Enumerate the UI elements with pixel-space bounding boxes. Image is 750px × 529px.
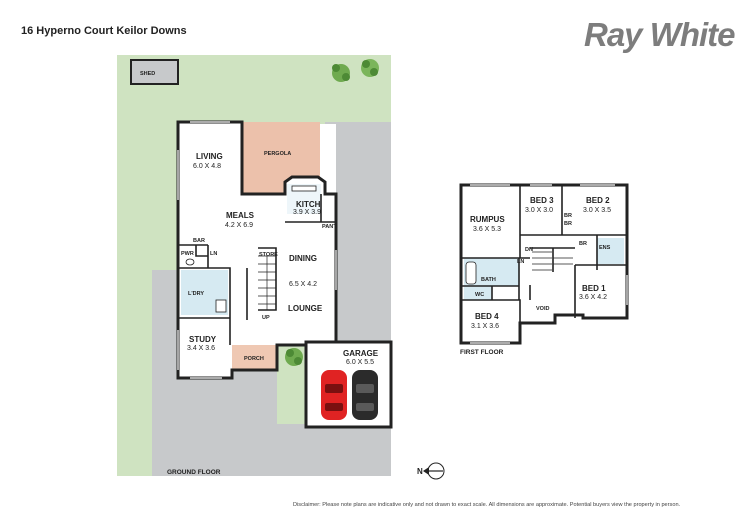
robe-label-1: BR bbox=[564, 213, 572, 219]
linen-label: LN bbox=[210, 251, 217, 257]
store-label: STORE bbox=[259, 252, 278, 258]
pergola-label: PERGOLA bbox=[264, 151, 291, 157]
first-floor-linen-label: LN bbox=[517, 259, 524, 265]
powder-toilet bbox=[185, 258, 195, 266]
porch-label: PORCH bbox=[244, 356, 264, 362]
garage-dimensions: 6.0 X 5.5 bbox=[346, 359, 374, 366]
pantry-label: PANT bbox=[322, 224, 337, 230]
first-floor-label: FIRST FLOOR bbox=[460, 349, 504, 356]
laundry-label: L'DRY bbox=[188, 291, 204, 297]
ground-floor-windows bbox=[177, 121, 337, 379]
robe-label-2: BR bbox=[564, 221, 572, 227]
study-dimensions: 3.4 X 3.6 bbox=[187, 345, 215, 352]
ensuite-tile bbox=[597, 238, 624, 264]
wc-tile bbox=[464, 286, 492, 300]
bar-label: BAR bbox=[193, 238, 205, 244]
bed2-label: BED 2 bbox=[586, 196, 610, 205]
lawn bbox=[117, 55, 391, 476]
up-label: UP bbox=[262, 315, 270, 321]
void-label: VOID bbox=[536, 306, 549, 312]
rumpus-label: RUMPUS bbox=[470, 215, 505, 224]
living-label: LIVING bbox=[196, 152, 223, 161]
study-label: STUDY bbox=[189, 335, 217, 344]
first-floor-windows bbox=[470, 184, 628, 344]
garage-label: GARAGE bbox=[343, 349, 379, 358]
north-label: N bbox=[417, 467, 423, 476]
tree-icon bbox=[285, 348, 303, 366]
shed bbox=[130, 59, 179, 85]
down-label: DN bbox=[525, 247, 533, 253]
bed4-label: BED 4 bbox=[475, 312, 499, 321]
lounge-label: LOUNGE bbox=[288, 304, 323, 313]
bed4-dimensions: 3.1 X 3.6 bbox=[471, 323, 499, 330]
bathtub bbox=[465, 261, 477, 285]
disclaimer: Disclaimer: Please note plans are indica… bbox=[293, 502, 681, 508]
ensuite-label: ENS bbox=[599, 245, 611, 251]
bed1-dimensions: 3.6 X 4.2 bbox=[579, 294, 607, 301]
dining-label: DINING bbox=[289, 254, 317, 263]
robe-label-3: BR bbox=[579, 241, 587, 247]
rumpus-dimensions: 3.6 X 5.3 bbox=[473, 226, 501, 233]
red-car-icon bbox=[321, 370, 347, 420]
property-address: 16 Hyperno Court Keilor Downs bbox=[21, 25, 187, 37]
bed2-dimensions: 3.0 X 3.5 bbox=[583, 207, 611, 214]
bed1-label: BED 1 bbox=[582, 284, 606, 293]
ground-floor-label: GROUND FLOOR bbox=[167, 469, 221, 476]
ground-floor-stairs bbox=[258, 255, 276, 310]
tree-icon bbox=[332, 59, 379, 82]
wc-label: WC bbox=[475, 292, 484, 298]
north-arrow-icon: N bbox=[417, 462, 445, 480]
ground-floor-walls bbox=[176, 120, 338, 380]
lounge-dimensions: 6.5 X 4.2 bbox=[289, 281, 317, 288]
kitchen-bench bbox=[291, 185, 317, 192]
brand-logo: Ray White bbox=[584, 16, 736, 53]
bath-label: BATH bbox=[481, 277, 496, 283]
dark-car-icon bbox=[352, 370, 378, 420]
first-floor-stairs bbox=[532, 251, 573, 271]
powder-room-label: PWR bbox=[181, 251, 194, 257]
shed-label: SHED bbox=[140, 71, 155, 77]
porch bbox=[232, 345, 277, 370]
living-dimensions: 6.0 X 4.8 bbox=[193, 163, 221, 170]
first-floor-interior-walls bbox=[461, 185, 627, 343]
bed3-dimensions: 3.0 X 3.0 bbox=[525, 207, 553, 214]
kitchen-label: KITCH bbox=[296, 200, 321, 209]
bed3-label: BED 3 bbox=[530, 196, 554, 205]
laundry-tub bbox=[215, 299, 227, 313]
kitchen-dimensions: 3.9 X 3.9 bbox=[293, 209, 321, 216]
meals-dimensions: 4.2 X 6.9 bbox=[225, 222, 253, 229]
meals-label: MEALS bbox=[226, 211, 255, 220]
